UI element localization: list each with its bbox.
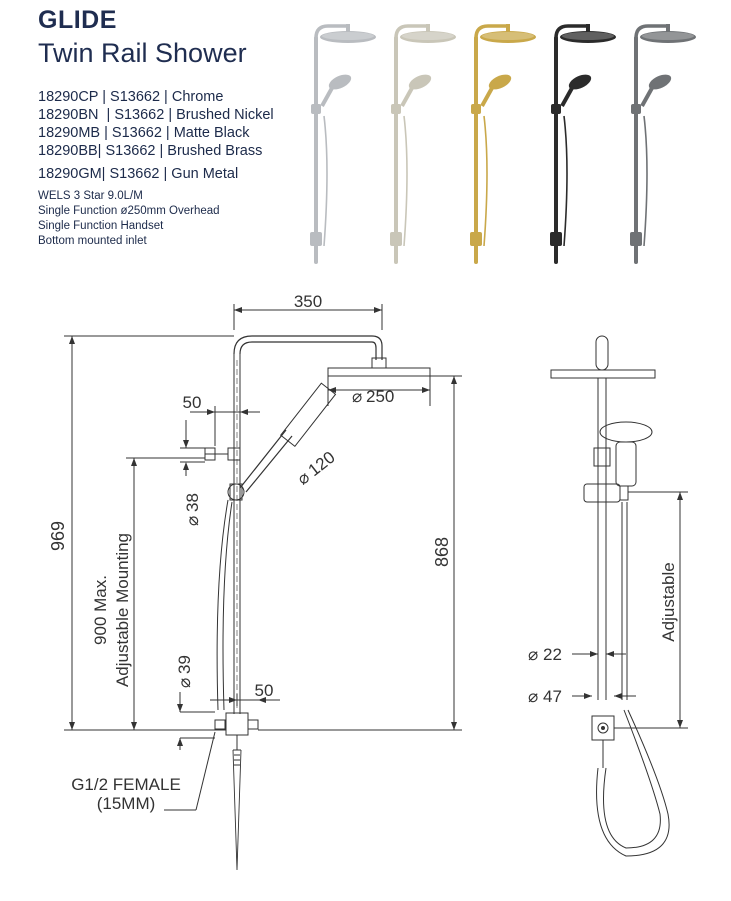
spec-handset: Single Function Handset [38,220,164,232]
dim-handset-value: 120 [305,448,339,480]
dim-inlet-symbol: ⌀ [175,678,194,688]
shower-render-matte-black [548,22,618,266]
product-code-list: 18290CP | S13662 | Chrome 18290BN | S136… [38,88,274,183]
dim-slider-symbol: ⌀ [528,687,538,706]
dim-top-width: 350 [294,292,322,311]
dim-overhead-value: 250 [366,387,394,406]
spec-list: WELS 3 Star 9.0L/M Single Function ø250m… [38,189,220,249]
shower-render-brushed-nickel [388,22,458,266]
dim-mounting-label-1: 900 Max. [91,575,110,645]
product-code-matte-black: 18290MB | S13662 | Matte Black [38,125,250,141]
spec-inlet: Bottom mounted inlet [38,235,147,247]
brand-title: GLIDE [38,6,117,34]
shower-render-gun-metal [628,22,698,266]
dim-bracket-offset-top: 50 [183,393,202,412]
dim-inlet-offset: 50 [255,681,274,700]
product-code-brushed-brass: 18290BB| S13662 | Brushed Brass [38,143,263,159]
product-code-gun-metal: 18290GM| S13662 | Gun Metal [38,166,239,182]
dim-adjustable-label: Adjustable [659,562,678,641]
dim-inlet-value: 39 [175,655,194,674]
dim-rail-diameter: ⌀ 22 [528,645,562,664]
product-title: Twin Rail Shower [38,38,247,68]
dim-rail-symbol: ⌀ [528,645,538,664]
inlet-label-2: (15MM) [97,794,156,813]
dim-head-height: 868 [432,537,452,567]
technical-drawing: 350 ⌀ 250 50 ⌀ 120 ⌀ 38 969 900 Max. Adj… [48,292,688,871]
inlet-label-1: G1/2 FEMALE [71,775,181,794]
dim-slider-diameter: ⌀ 47 [528,687,562,706]
product-code-chrome: 18290CP | S13662 | Chrome [38,89,224,105]
spec-wels: WELS 3 Star 9.0L/M [38,190,143,202]
shower-render-brushed-brass [468,22,538,266]
dim-overhead-diameter: ⌀ 250 [352,387,394,406]
dim-holder-value: 38 [183,493,202,512]
dim-holder-diameter: ⌀ 38 [183,493,202,526]
dim-handset-diameter: ⌀ 120 [294,448,339,489]
dim-overhead-symbol: ⌀ [352,387,362,406]
dim-overall-height: 969 [48,521,68,551]
spec-overhead: Single Function ø250mm Overhead [38,205,220,217]
finish-renders [308,22,698,266]
shower-render-chrome-unit [308,22,378,266]
dim-mounting-label-2: Adjustable Mounting [113,533,132,687]
product-code-brushed-nickel: 18290BN | S13662 | Brushed Nickel [38,107,274,123]
dim-slider-value: 47 [543,687,562,706]
dim-holder-symbol: ⌀ [183,516,202,526]
dim-rail-value: 22 [543,645,562,664]
dim-inlet-diameter: ⌀ 39 [175,655,194,688]
